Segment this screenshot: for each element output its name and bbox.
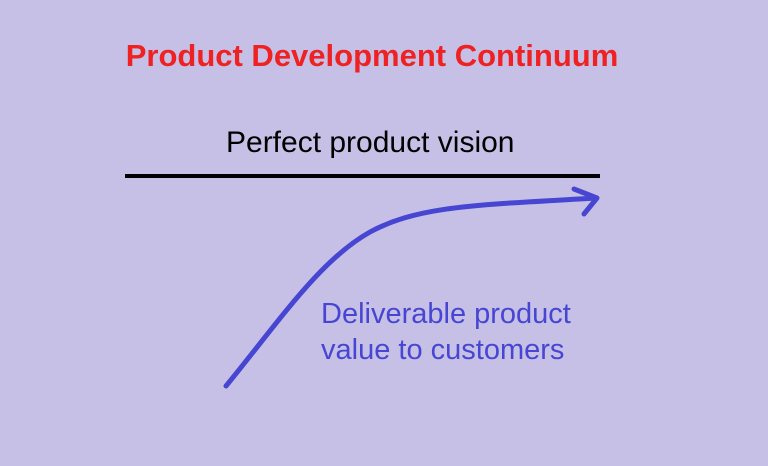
diagram-title: Product Development Continuum	[125, 38, 619, 73]
value-label: Deliverable product value to customers	[321, 296, 571, 368]
value-label-line2: value to customers	[321, 334, 565, 366]
value-label-line1: Deliverable product	[321, 298, 571, 330]
value-curve	[223, 195, 599, 389]
arrowhead-icon	[571, 186, 600, 217]
vision-label: Perfect product vision	[226, 126, 515, 159]
